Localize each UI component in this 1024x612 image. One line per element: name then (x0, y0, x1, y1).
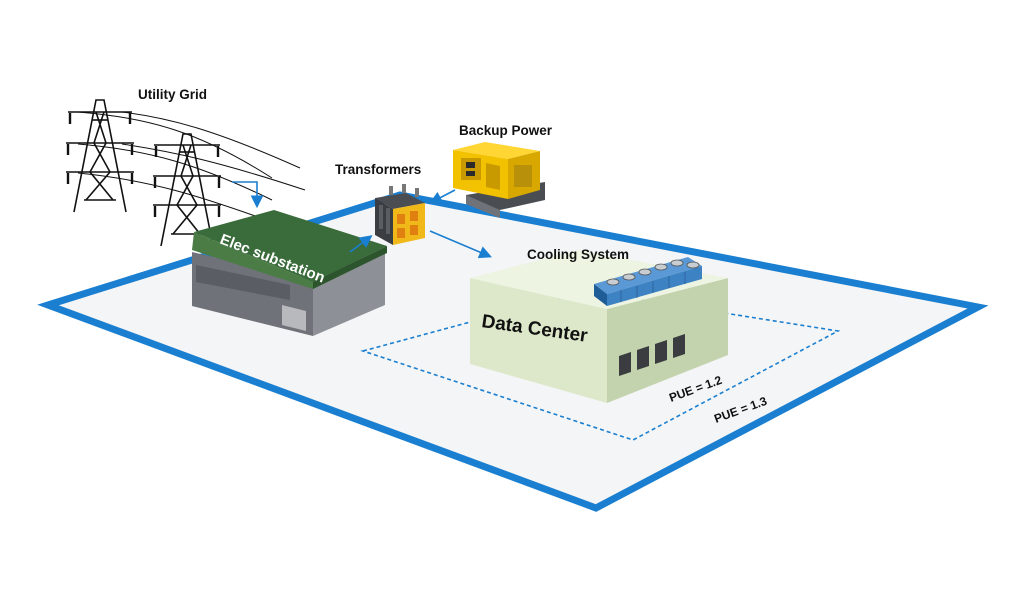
backup-power-label: Backup Power (459, 123, 553, 138)
cooling-system (594, 257, 702, 306)
backup-generator-icon (453, 142, 545, 218)
cooling-fan-icon (606, 259, 700, 286)
transmission-tower-icon (153, 133, 221, 247)
arrow-generator-to-transformers (429, 189, 456, 204)
arrow-substation-to-transformers (349, 235, 373, 253)
transformer-icon (375, 184, 425, 245)
inner-boundary (360, 290, 841, 441)
data-center-building (470, 250, 728, 403)
transmission-tower-icon (66, 99, 134, 213)
arrow-grid-to-substation (232, 181, 264, 209)
arrow-transformers-to-datacenter (429, 230, 492, 259)
utility-grid-label: Utility Grid (138, 87, 207, 102)
transformers-label: Transformers (335, 162, 421, 177)
substation-building (192, 210, 387, 336)
cooling-system-label: Cooling System (527, 247, 629, 262)
